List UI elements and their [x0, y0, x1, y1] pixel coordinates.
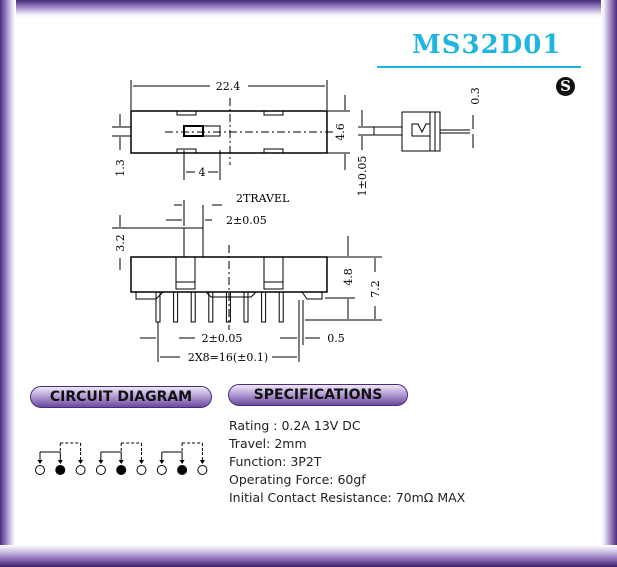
arrow-icon: [37, 460, 43, 464]
spec-contact-resistance: Initial Contact Resistance: 70mΩ MAX: [229, 490, 466, 505]
spec-function: Function: 3P2T: [229, 454, 322, 469]
title-underline: [377, 66, 581, 68]
datasheet-area: [16, 18, 601, 545]
contact: [136, 465, 147, 475]
brand-logo: S: [556, 77, 575, 96]
circuit-diagram: [35, 442, 208, 475]
arrow-icon: [98, 460, 104, 464]
dim-slider: 4: [199, 166, 206, 179]
terminal-pin: [278, 291, 284, 323]
terminal-pin: [261, 291, 267, 323]
dim-travel: 2TRAVEL: [236, 192, 290, 205]
frame-top: [0, 0, 617, 18]
dim-body-height: 4.8: [342, 268, 355, 286]
arrow-icon: [118, 460, 124, 464]
circuit-diagram-heading: CIRCUIT DIAGRAM: [30, 386, 212, 408]
arrow-icon: [78, 460, 84, 464]
terminal-pin: [225, 291, 231, 323]
frame-right: [601, 0, 617, 567]
specifications-list: Rating : 0.2A 13V DC Travel: 2mm Functio…: [229, 417, 465, 507]
dim-pitch: 2±0.05: [202, 332, 243, 345]
contact: [35, 465, 45, 475]
terminal-pin: [208, 291, 214, 323]
terminal-pin: [243, 291, 249, 323]
dim-actuator-height: 3.2: [114, 234, 127, 252]
common-contact: [55, 465, 66, 475]
dim-pin-width: 0.5: [327, 332, 345, 345]
arrow-icon: [199, 460, 205, 464]
spec-operating-force: Operating Force: 60gf: [229, 472, 366, 487]
contact: [197, 465, 208, 475]
dim-actuator-width: 2±0.05: [226, 214, 267, 227]
contact: [156, 465, 167, 475]
specifications-heading: SPECIFICATIONS: [228, 384, 408, 406]
model-title: MS32D01: [412, 30, 562, 60]
common-contact: [116, 465, 127, 475]
arrow-icon: [179, 460, 185, 464]
dim-offset: 1.3: [114, 159, 127, 177]
common-contact: [177, 465, 188, 475]
spec-rating: Rating : 0.2A 13V DC: [229, 418, 361, 433]
terminal-pin: [173, 291, 179, 323]
dim-terminal: 0.3: [469, 87, 482, 105]
arrow-icon: [57, 460, 63, 464]
frame-bottom: [0, 545, 617, 567]
dim-length: 22.4: [216, 80, 241, 93]
top-view: [112, 80, 474, 180]
dim-total-height: 7.2: [369, 280, 382, 298]
spec-travel: Travel: 2mm: [229, 436, 307, 451]
frame-left: [0, 0, 16, 567]
contact: [75, 465, 86, 475]
contact: [95, 465, 106, 475]
terminal-pin: [190, 291, 196, 323]
dim-span: 2X8=16(±0.1): [188, 351, 268, 364]
front-view: [112, 200, 382, 362]
arrow-icon: [159, 460, 165, 464]
arrow-icon: [139, 460, 144, 464]
dim-width: 4.6: [334, 123, 347, 141]
dim-tolerance: 1±0.05: [356, 156, 369, 197]
